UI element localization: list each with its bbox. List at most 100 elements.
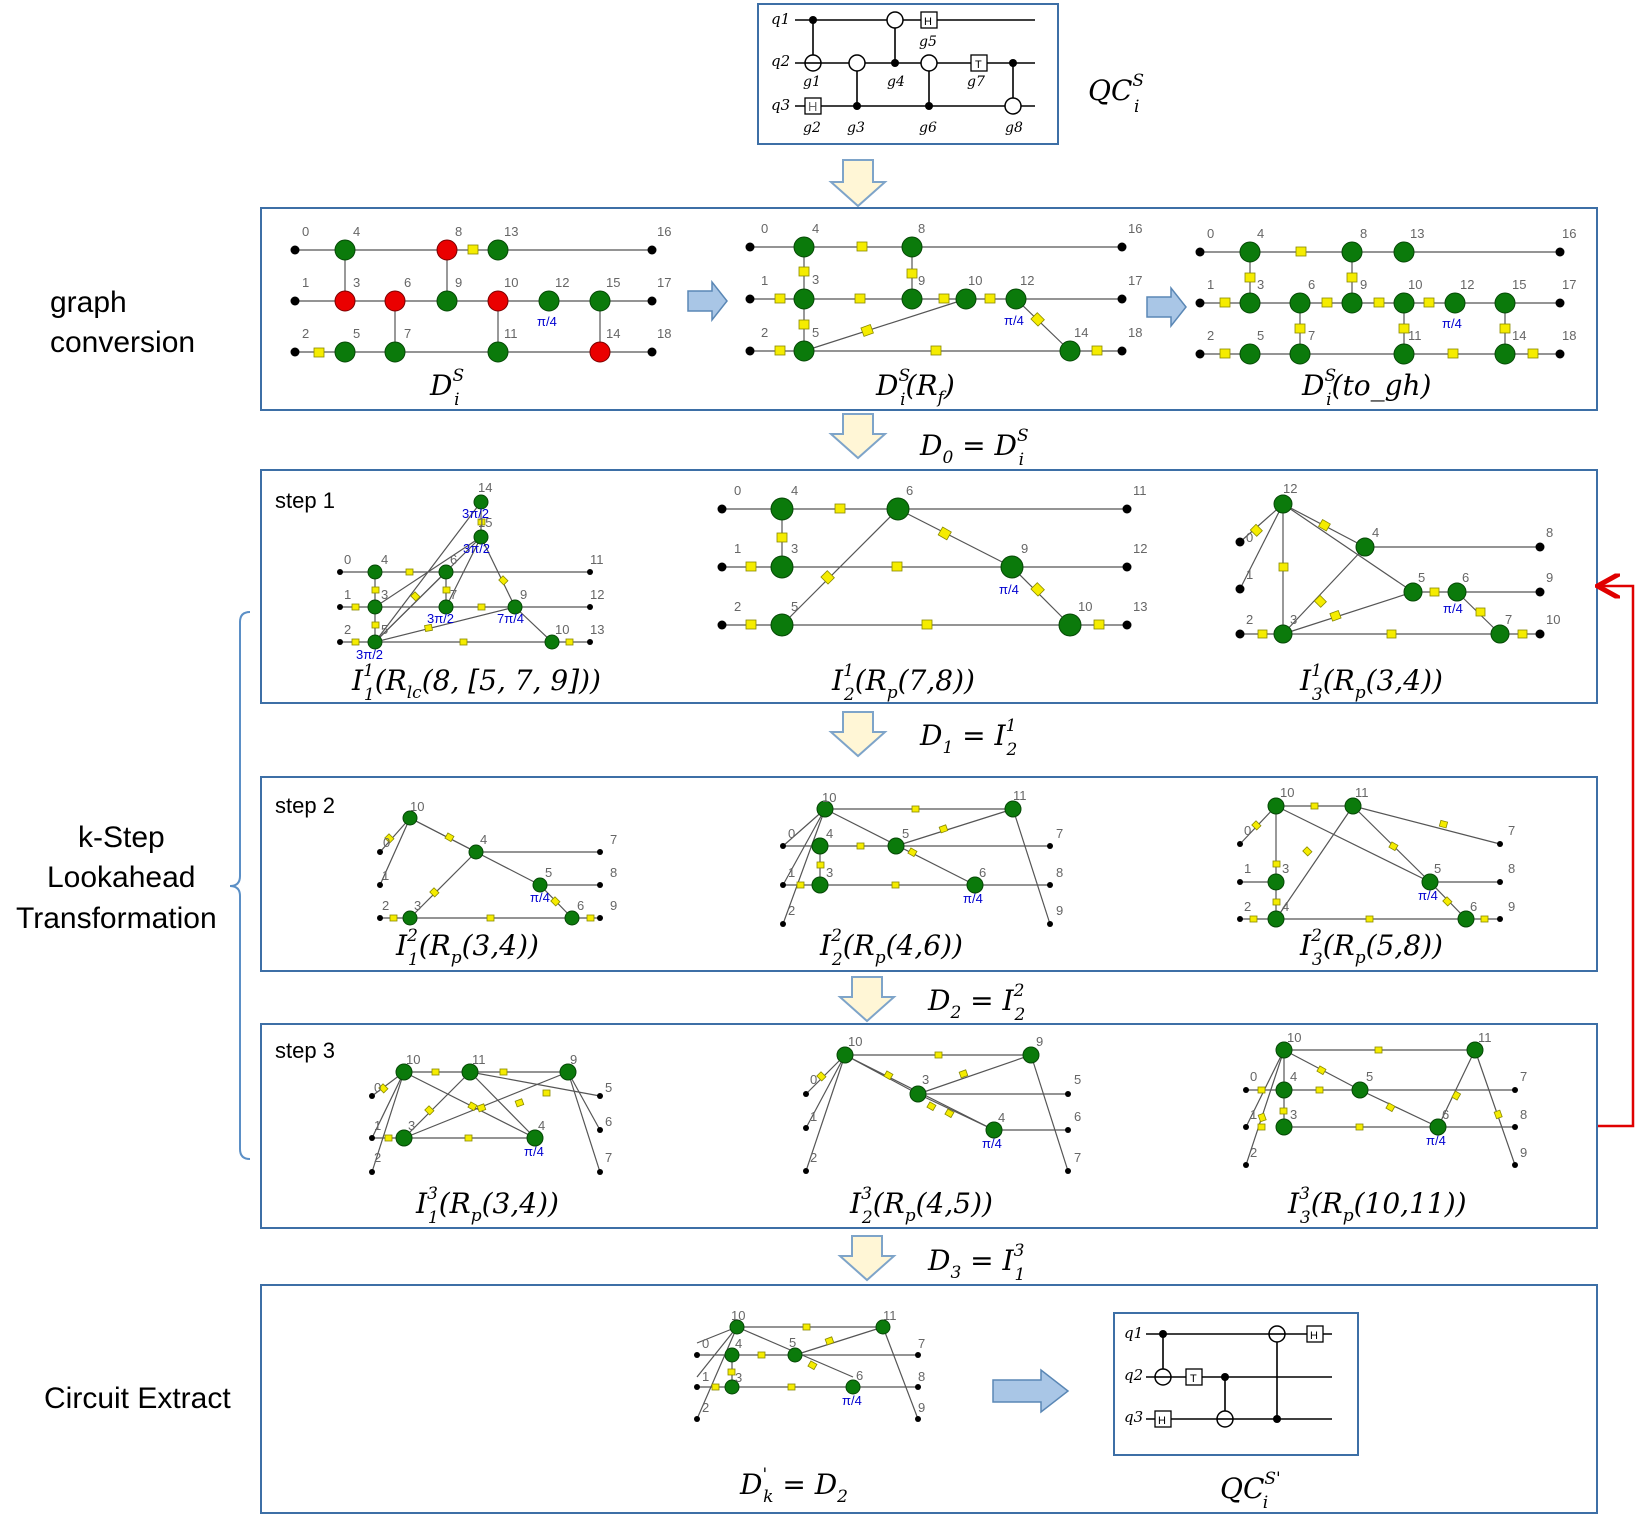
svg-text:7: 7: [610, 832, 617, 847]
graph-i3-1: 0 1 2 3 4 5 6 7 8 9 10 12 π/4: [1235, 481, 1560, 644]
svg-text:6: 6: [404, 275, 411, 290]
svg-text:13: 13: [1410, 226, 1424, 241]
lookahead-label: k-Step: [78, 821, 165, 854]
svg-text:3π/2: 3π/2: [463, 541, 490, 556]
svg-text:6: 6: [856, 1368, 863, 1383]
svg-text:1: 1: [810, 1109, 817, 1124]
step3-label: step 3: [275, 1038, 335, 1063]
right-arrow-icon: [687, 279, 728, 323]
svg-text:π/4: π/4: [530, 890, 550, 905]
svg-text:6: 6: [1442, 1107, 1449, 1122]
svg-text:3: 3: [414, 898, 421, 913]
graph-i3-3: 0 1 2 3 4 5 6 7 8 9 10 11 π/4: [1243, 1030, 1527, 1168]
graph-i1-1: 0 1 2 3 4 5 6 7 9 10 11 12 13 14 15 3π/2…: [337, 480, 604, 662]
svg-text:g7: g7: [967, 74, 985, 90]
svg-text:g3: g3: [847, 120, 865, 136]
graph-i2-3: 0 1 2 3 4 5 6 7 9 10 π/4: [803, 1034, 1081, 1174]
right-arrow-icon-extract: [992, 1368, 1070, 1414]
svg-text:7: 7: [918, 1336, 925, 1351]
svg-text:π/4: π/4: [1443, 601, 1463, 616]
svg-text:0: 0: [374, 1080, 381, 1095]
svg-text:9: 9: [1508, 899, 1515, 914]
svg-text:1: 1: [374, 1118, 381, 1133]
qc-bottom-label: QCS'i: [1220, 1469, 1281, 1513]
svg-text:T: T: [975, 59, 982, 71]
svg-text:9: 9: [455, 275, 462, 290]
svg-text:3: 3: [735, 1370, 742, 1385]
svg-text:8: 8: [1056, 865, 1063, 880]
svg-text:10: 10: [1287, 1030, 1301, 1045]
svg-text:Transformation: Transformation: [16, 902, 217, 935]
svg-text:6: 6: [605, 1114, 612, 1129]
svg-text:17: 17: [657, 275, 671, 290]
svg-text:g8: g8: [1005, 120, 1023, 136]
svg-text:12: 12: [555, 275, 569, 290]
svg-text:8: 8: [918, 221, 925, 236]
svg-text:2: 2: [810, 1150, 817, 1165]
svg-text:8: 8: [1546, 525, 1553, 540]
graph-i1-2: 0 1 2 3 4 5 6 7 8 9 10 π/4: [377, 799, 617, 926]
svg-text:14: 14: [478, 480, 492, 495]
svg-text:conversion: conversion: [50, 326, 195, 359]
svg-text:8: 8: [1508, 861, 1515, 876]
svg-text:π/4: π/4: [537, 314, 557, 329]
graph-i2-2: 0 1 2 3 4 5 6 7 8 9 10 11 π/4: [780, 788, 1063, 927]
svg-text:6: 6: [979, 865, 986, 880]
svg-text:7: 7: [605, 1150, 612, 1165]
svg-text:4: 4: [735, 1336, 742, 1351]
svg-text:6: 6: [577, 898, 584, 913]
svg-text:2: 2: [302, 326, 309, 341]
svg-text:0: 0: [761, 221, 768, 236]
svg-text:18: 18: [1128, 325, 1142, 340]
svg-text:4: 4: [1282, 899, 1289, 914]
svg-text:2: 2: [374, 1150, 381, 1165]
svg-text:H: H: [808, 99, 817, 114]
svg-text:2: 2: [344, 622, 351, 637]
svg-text:π/4: π/4: [999, 582, 1019, 597]
svg-text:12: 12: [1283, 481, 1297, 496]
svg-text:1: 1: [788, 865, 795, 880]
svg-text:11: 11: [504, 326, 518, 341]
svg-text:16: 16: [657, 224, 671, 239]
svg-text:0: 0: [1244, 823, 1251, 838]
svg-text:1: 1: [1246, 567, 1253, 582]
svg-text:2: 2: [382, 898, 389, 913]
svg-text:1: 1: [382, 868, 389, 883]
svg-text:9: 9: [1520, 1145, 1527, 1160]
svg-text:3: 3: [791, 541, 798, 556]
svg-text:5: 5: [812, 325, 819, 340]
svg-text:T: T: [1190, 1373, 1197, 1385]
svg-text:0: 0: [1246, 530, 1253, 545]
svg-text:6: 6: [1470, 899, 1477, 914]
svg-text:2: 2: [1244, 899, 1251, 914]
svg-text:15: 15: [606, 275, 620, 290]
svg-text:8: 8: [455, 224, 462, 239]
svg-text:15: 15: [478, 515, 492, 530]
svg-text:π/4: π/4: [982, 1136, 1002, 1151]
step3-panel: [260, 1023, 1598, 1229]
q1-label: q1: [771, 10, 790, 28]
svg-text:5: 5: [789, 1335, 796, 1350]
svg-text:g1: g1: [803, 74, 821, 90]
svg-text:9: 9: [570, 1052, 577, 1067]
svg-text:14: 14: [606, 326, 620, 341]
svg-text:5: 5: [791, 599, 798, 614]
svg-text:g2: g2: [803, 120, 821, 136]
svg-text:10: 10: [1280, 785, 1294, 800]
graph-dk: 0 1 2 3 4 5 6 7 8 9 10 11 π/4: [694, 1308, 925, 1422]
svg-text:13: 13: [590, 622, 604, 637]
svg-text:5: 5: [1418, 570, 1425, 585]
svg-text:7: 7: [1308, 328, 1315, 343]
circuit-extract-label: Circuit Extract: [44, 1382, 231, 1415]
svg-text:11: 11: [1355, 785, 1369, 800]
svg-text:0: 0: [383, 835, 390, 850]
svg-text:10: 10: [504, 275, 518, 290]
svg-text:0: 0: [810, 1072, 817, 1087]
svg-text:0: 0: [1207, 226, 1214, 241]
graph-di-s-to-gh: 0 1 2 3 4 5 6 7 8 9 10 11 12 13 14 15 16…: [1195, 226, 1576, 365]
